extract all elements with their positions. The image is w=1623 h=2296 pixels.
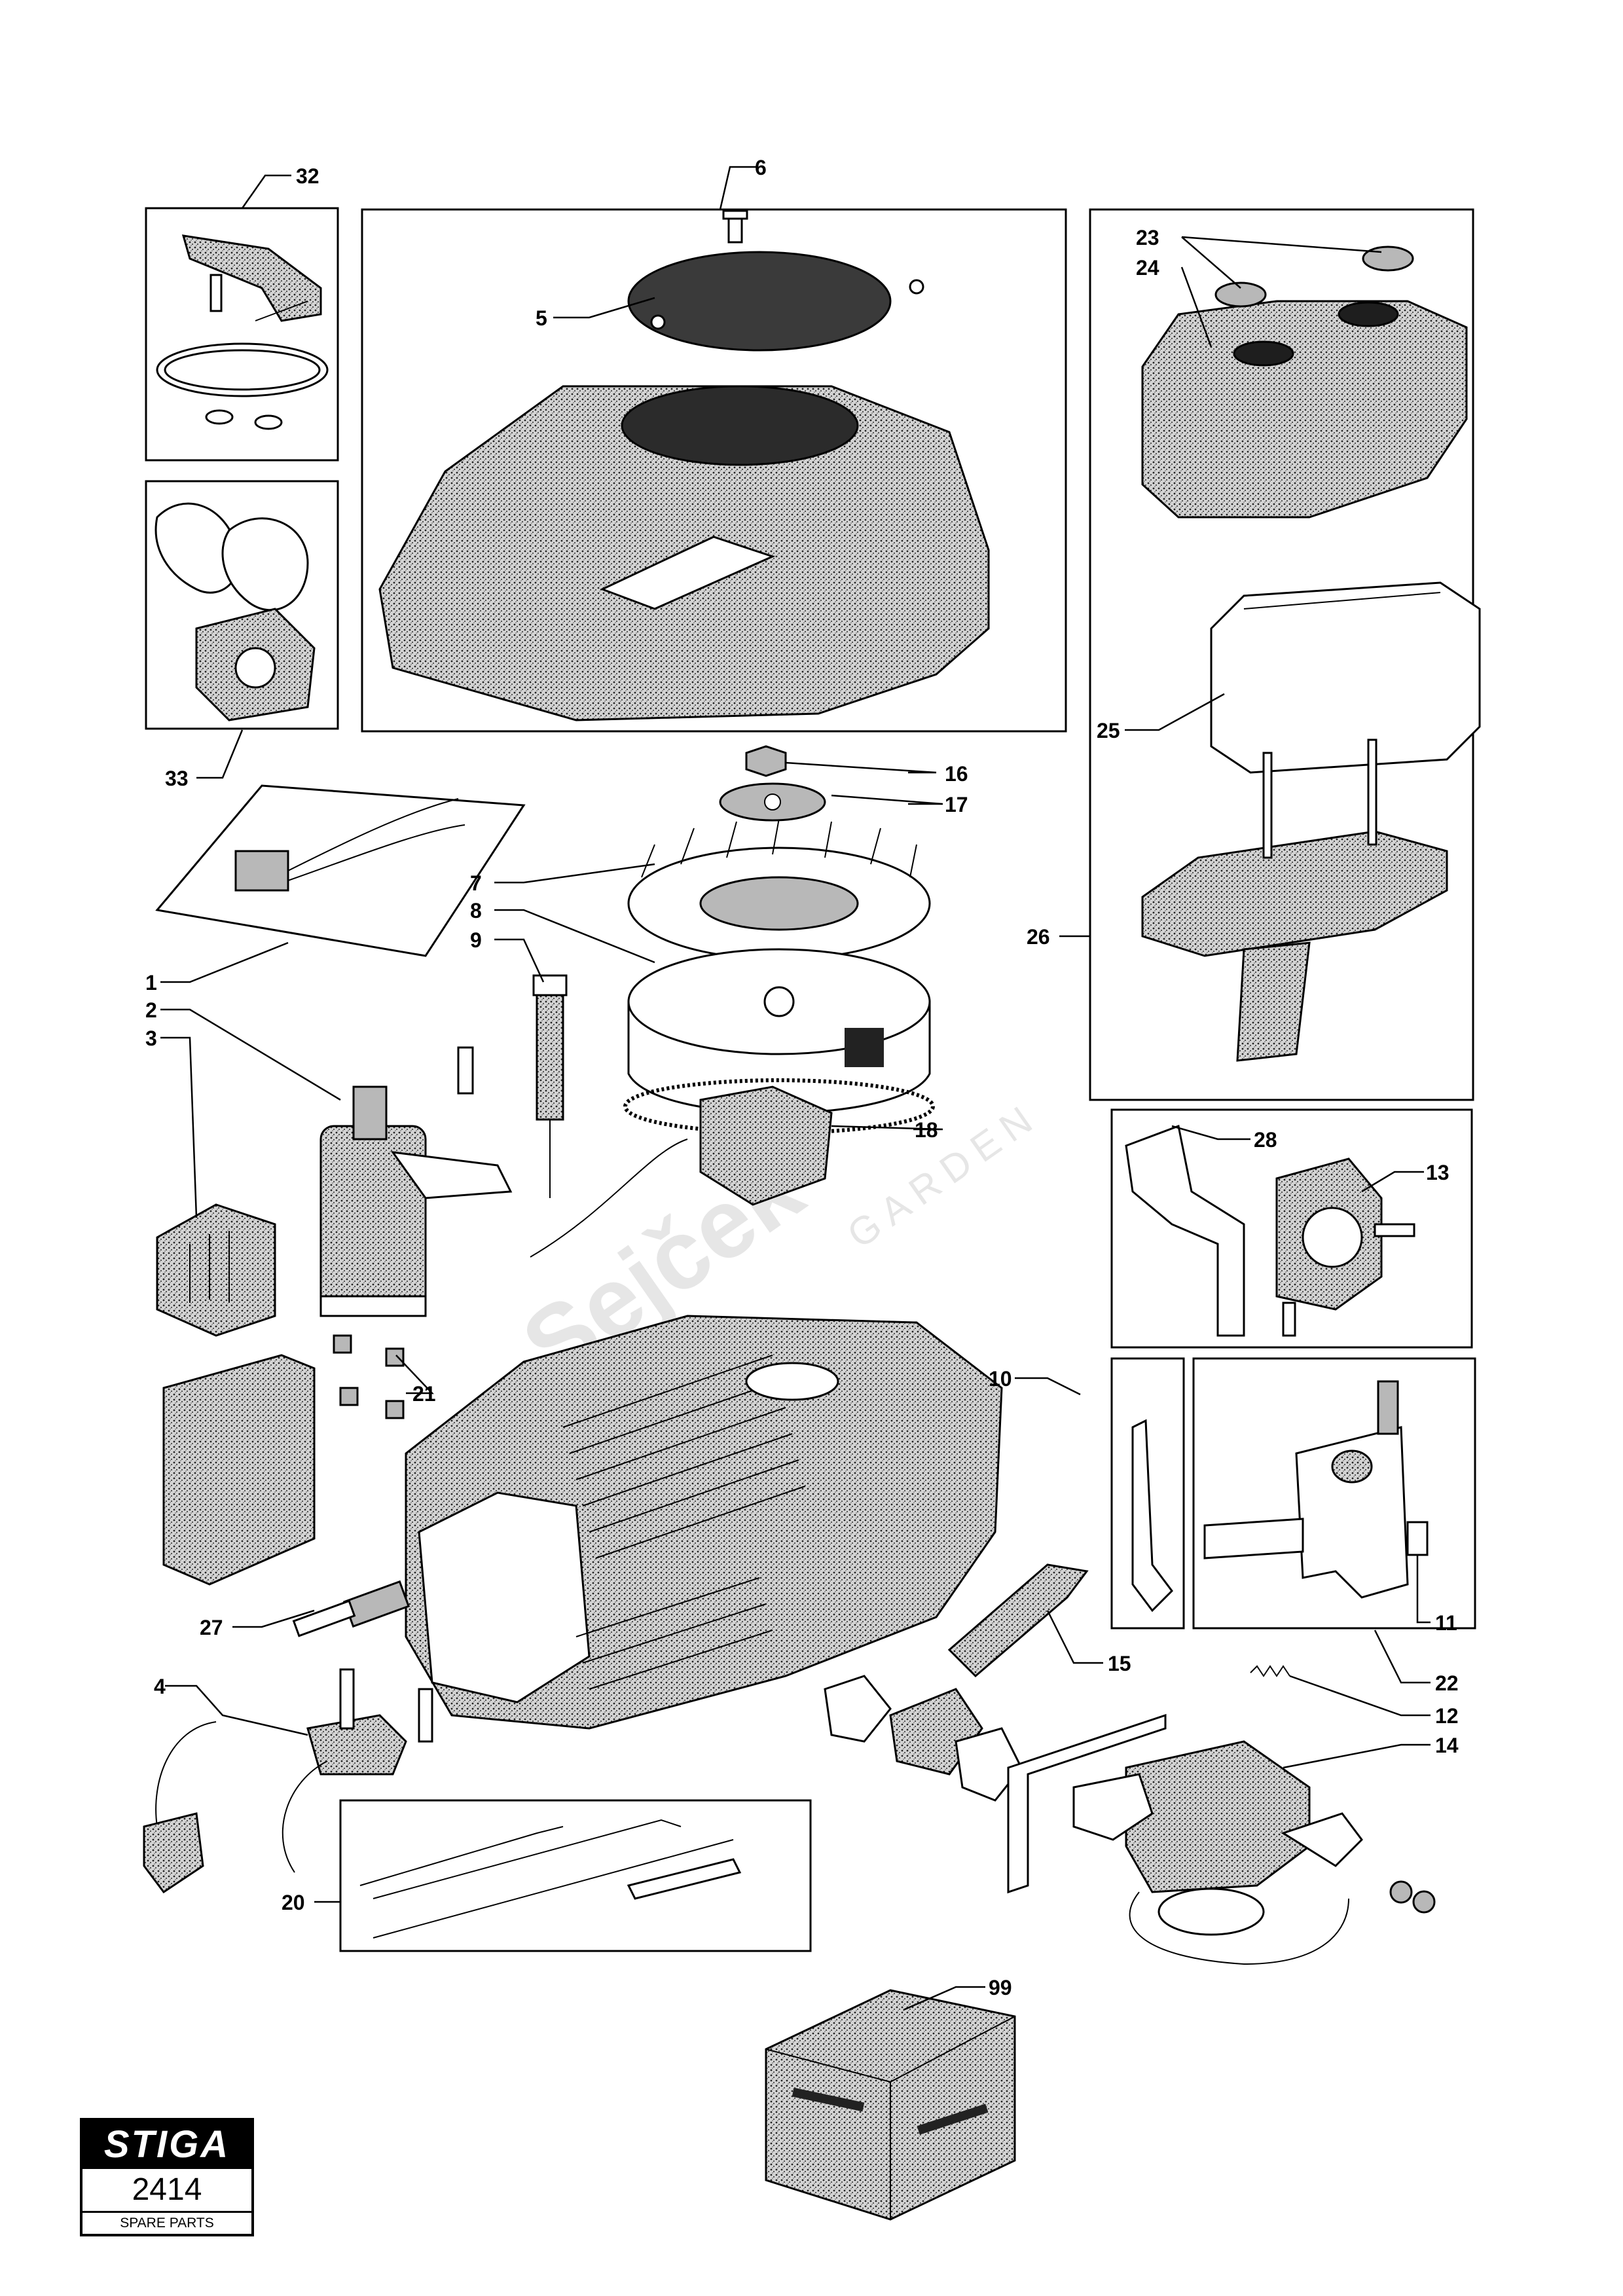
kit-33-box: [145, 480, 339, 730]
callout-8: 8: [470, 899, 482, 922]
lever-10[interactable]: [1131, 1419, 1173, 1613]
rotating-screen-5[interactable]: [627, 251, 924, 352]
solenoid-cable-4[interactable]: [143, 1668, 433, 1894]
nut-16[interactable]: [745, 745, 787, 777]
dipstick-9[interactable]: [532, 974, 568, 1198]
washer-17[interactable]: [719, 782, 826, 822]
heat-shield-plate[interactable]: [162, 1354, 316, 1586]
stiga-logo: STIGA 2414 SPARE PARTS: [80, 2118, 254, 2236]
terminals-21[interactable]: [333, 1334, 405, 1419]
callout-17: 17: [945, 793, 968, 816]
bolt-6[interactable]: [722, 210, 748, 244]
callout-6: 6: [755, 156, 767, 179]
callout-14: 14: [1435, 1734, 1459, 1757]
logo-brand: STIGA: [82, 2121, 251, 2169]
logo-caption: SPARE PARTS: [120, 2215, 214, 2231]
engine-package-99[interactable]: [765, 1989, 1016, 2221]
callout-2: 2: [145, 998, 157, 1022]
callout-5: 5: [536, 306, 547, 330]
spark-plug-27[interactable]: [292, 1580, 410, 1637]
callout-12: 12: [1435, 1704, 1459, 1728]
callout-1: 1: [145, 971, 157, 994]
callout-7: 7: [470, 871, 482, 895]
callout-16: 16: [945, 762, 968, 786]
callout-99: 99: [989, 1976, 1012, 1999]
callout-26: 26: [1027, 925, 1050, 949]
flywheel-8[interactable]: [623, 948, 935, 1135]
callout-27: 27: [200, 1616, 223, 1639]
ignition-coil-18[interactable]: [530, 1085, 833, 1258]
callout-23: 23: [1136, 226, 1159, 249]
carburetor-14[interactable]: [1072, 1740, 1436, 1965]
callout-24: 24: [1136, 256, 1159, 280]
callout-10: 10: [989, 1367, 1012, 1391]
rectifier-3[interactable]: [156, 1203, 276, 1337]
gasket-kit-33[interactable]: [155, 502, 316, 721]
callout-11: 11: [1435, 1611, 1457, 1635]
callout-22: 22: [1435, 1671, 1459, 1695]
engine-block[interactable]: [405, 1315, 1003, 1730]
callout-25: 25: [1097, 719, 1120, 742]
callout-28: 28: [1254, 1128, 1277, 1152]
filter-element-25[interactable]: [1210, 581, 1481, 774]
lever-10-box: [1110, 1357, 1185, 1630]
callout-3: 3: [145, 1027, 157, 1050]
callout-9: 9: [470, 928, 482, 952]
wiring-harness-1[interactable]: [155, 784, 526, 957]
callout-18: 18: [915, 1118, 938, 1142]
bracket-28[interactable]: [1125, 1124, 1245, 1337]
fuel-pump-13[interactable]: [1275, 1157, 1415, 1337]
starter-motor-2[interactable]: [319, 1046, 513, 1317]
blower-housing-box: [361, 208, 1067, 733]
callout-21: 21: [412, 1382, 436, 1406]
callout-33: 33: [165, 767, 189, 790]
breather-tube-15[interactable]: [947, 1563, 1089, 1678]
callout-13: 13: [1426, 1161, 1450, 1184]
fan-7[interactable]: [627, 818, 931, 960]
leader-lines: [160, 166, 1431, 2011]
spring-12[interactable]: [1250, 1665, 1290, 1677]
fuel-pump-box: [1110, 1108, 1473, 1349]
intake-gaskets[interactable]: [824, 1675, 1023, 1802]
carburetor-plate[interactable]: [1007, 1713, 1167, 1894]
watermark-sub: GARDEN: [839, 1093, 1048, 1256]
air-filter-cover-24[interactable]: [1141, 300, 1468, 519]
callout-labels: 32 6 5 23 24 33 25 16 17 7 8 9 26 1 2 3 …: [145, 156, 1459, 1999]
logo-model-code: 2414: [82, 2169, 251, 2213]
callout-4: 4: [154, 1675, 166, 1698]
governor-bracket-22[interactable]: [1203, 1380, 1409, 1599]
control-rods-20[interactable]: [359, 1819, 742, 1939]
blower-housing[interactable]: [378, 385, 990, 721]
air-filter-base-26[interactable]: [1141, 738, 1448, 1062]
knob-23[interactable]: [1214, 246, 1414, 308]
callout-32: 32: [296, 164, 319, 188]
callout-15: 15: [1108, 1652, 1131, 1675]
control-rods-box: [339, 1799, 812, 1952]
clip-11[interactable]: [1406, 1521, 1429, 1556]
kit-32-box: [145, 207, 339, 462]
seal-kit-32[interactable]: [156, 234, 329, 430]
callout-20: 20: [282, 1891, 305, 1914]
governor-bracket-box: [1192, 1357, 1476, 1630]
